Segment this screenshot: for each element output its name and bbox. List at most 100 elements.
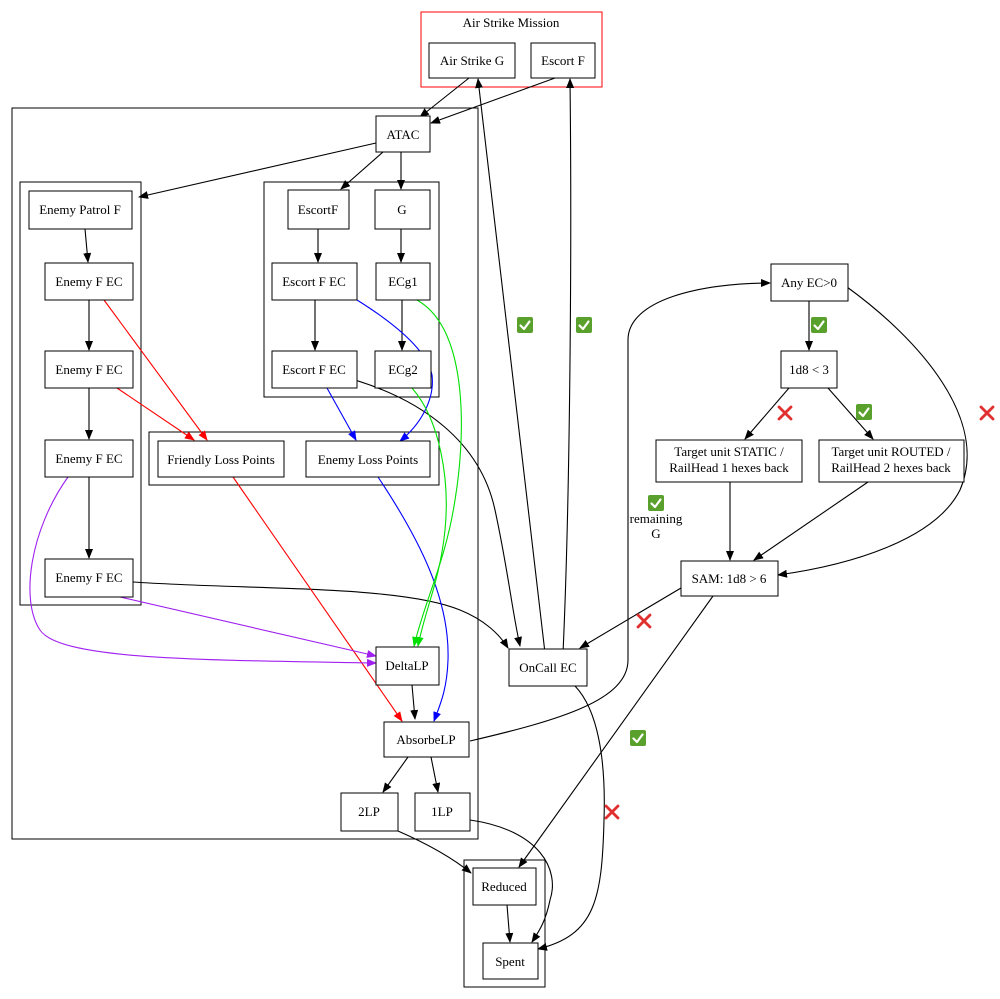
edge-airstrike-atac <box>419 77 470 118</box>
edge-ecg1-deltalp-a <box>412 299 462 647</box>
svg-text:Friendly Loss Points: Friendly Loss Points <box>167 452 275 467</box>
edge-sam-reduced <box>518 595 714 868</box>
node-g[interactable]: G <box>374 189 431 230</box>
edge-escortfec1-enemylp <box>356 299 433 442</box>
node-oncall-ec[interactable]: OnCall EC <box>508 648 588 687</box>
node-enemy-patrol-f[interactable]: Enemy Patrol F <box>28 190 133 230</box>
svg-text:SAM: 1d8 > 6: SAM: 1d8 > 6 <box>692 571 767 586</box>
edge-enemylp-absorbelp <box>377 476 449 722</box>
node-target-static[interactable]: Target unit STATIC / RailHead 1 hexes ba… <box>655 439 803 483</box>
edge-oncall-spent <box>537 685 605 951</box>
edge-oncall-escortf <box>562 78 575 654</box>
svg-text:OnCall EC: OnCall EC <box>519 660 576 675</box>
edge-enemypatrol-ec1 <box>83 228 92 263</box>
edge-ec4-oncall <box>132 581 509 649</box>
node-ecg2[interactable]: ECg2 <box>374 350 432 389</box>
node-escortf[interactable]: EscortF <box>287 189 350 230</box>
edge-absorbelp-2lp <box>382 756 409 793</box>
svg-text:Reduced: Reduced <box>481 879 527 894</box>
edge-escortf-atac <box>430 77 556 124</box>
node-escort-f-ec-1[interactable]: Escort F EC <box>271 262 358 301</box>
node-1d8-lt-3[interactable]: 1d8 < 3 <box>780 350 838 389</box>
node-enemy-f-ec-2[interactable]: Enemy F EC <box>44 350 134 389</box>
edge-absorbelp-anyec <box>469 279 771 742</box>
node-enemy-f-ec-4[interactable]: Enemy F EC <box>44 558 134 598</box>
edge-ec1-friendlylp <box>103 299 208 441</box>
edge-routed-sam <box>753 481 869 561</box>
node-2lp[interactable]: 2LP <box>340 792 399 832</box>
edge-group-black <box>83 77 968 951</box>
node-atac[interactable]: ATAC <box>375 115 431 153</box>
svg-text:1d8 < 3: 1d8 < 3 <box>789 362 829 377</box>
check-mark-icon <box>576 317 592 333</box>
edge-friendlylp-absorbelp <box>232 476 403 722</box>
result-cluster <box>463 859 546 988</box>
svg-text:Enemy F EC: Enemy F EC <box>55 451 122 466</box>
svg-text:AbsorbeLP: AbsorbeLP <box>396 732 455 747</box>
edge-sam-oncall <box>579 587 682 649</box>
node-spent[interactable]: Spent <box>482 942 539 980</box>
edge-atac-escortf <box>340 151 384 190</box>
air-strike-mission-cluster: Air Strike Mission <box>420 11 603 88</box>
svg-text:RailHead 1 hexes back: RailHead 1 hexes back <box>669 460 789 475</box>
svg-text:Any EC>0: Any EC>0 <box>781 275 837 290</box>
node-enemy-loss-points[interactable]: Enemy Loss Points <box>305 440 431 478</box>
check-mark-icon <box>856 404 872 420</box>
node-any-ec[interactable]: Any EC>0 <box>770 263 849 302</box>
node-reduced[interactable]: Reduced <box>472 867 537 906</box>
edge-ecg2-deltalp <box>411 387 447 647</box>
svg-text:2LP: 2LP <box>358 804 380 819</box>
svg-text:Escort F EC: Escort F EC <box>282 362 346 377</box>
edge-ec2-friendlylp <box>116 387 195 441</box>
svg-text:G: G <box>397 202 406 217</box>
node-escort-f-ec-2[interactable]: Escort F EC <box>271 350 358 389</box>
node-enemy-f-ec-1[interactable]: Enemy F EC <box>44 262 134 301</box>
edge-oncall-airstrike <box>475 78 546 654</box>
cross-mark-icon <box>636 613 652 629</box>
edge-escortfec2-enemylp <box>326 387 357 441</box>
air-strike-mission-title: Air Strike Mission <box>463 15 560 30</box>
node-delta-lp[interactable]: DeltaLP <box>375 646 440 686</box>
edge-absorbelp-1lp <box>430 756 441 793</box>
label-remaining: remaining <box>630 511 683 526</box>
node-air-strike-g[interactable]: Air Strike G <box>428 42 516 79</box>
svg-text:Target unit ROUTED /: Target unit ROUTED / <box>831 444 950 459</box>
check-mark-icon <box>517 317 533 333</box>
node-enemy-f-ec-3[interactable]: Enemy F EC <box>44 439 134 478</box>
svg-text:ATAC: ATAC <box>387 127 420 142</box>
node-friendly-loss-points[interactable]: Friendly Loss Points <box>157 440 285 478</box>
edge-d8-routed <box>827 387 874 440</box>
check-mark-icon <box>811 317 827 333</box>
edge-group-colored <box>29 299 462 722</box>
svg-text:Escort F: Escort F <box>541 53 585 68</box>
node-1lp[interactable]: 1LP <box>414 792 471 832</box>
svg-text:ECg1: ECg1 <box>388 274 418 289</box>
node-absorbe-lp[interactable]: AbsorbeLP <box>383 721 470 758</box>
node-ecg1[interactable]: ECg1 <box>375 262 431 301</box>
enemy-patrol-cluster <box>19 181 142 606</box>
node-target-routed[interactable]: Target unit ROUTED / RailHead 2 hexes ba… <box>818 439 965 483</box>
svg-text:DeltaLP: DeltaLP <box>385 658 428 673</box>
cross-mark-icon <box>604 804 620 820</box>
cross-mark-icon <box>979 405 995 421</box>
edge-deltalp-absorbelp <box>410 684 419 720</box>
svg-text:1LP: 1LP <box>431 804 453 819</box>
label-remaining-g: G <box>651 526 660 541</box>
edge-d8-static <box>744 387 790 440</box>
edge-2lp-reduced <box>397 830 472 874</box>
cross-mark-icon <box>777 405 793 421</box>
edge-ec3-deltalp <box>29 476 377 667</box>
edge-escortfec2-oncall <box>354 379 522 647</box>
edge-atac-enemypatrol <box>138 142 377 199</box>
svg-text:Enemy Loss Points: Enemy Loss Points <box>318 452 418 467</box>
svg-text:ECg2: ECg2 <box>388 362 418 377</box>
node-escort-f[interactable]: Escort F <box>530 42 596 79</box>
loss-points-cluster <box>148 431 440 486</box>
edge-ec4-deltalp <box>119 596 377 658</box>
svg-text:Enemy Patrol F: Enemy Patrol F <box>39 202 121 217</box>
check-mark-icon <box>648 495 664 511</box>
node-sam[interactable]: SAM: 1d8 > 6 <box>680 560 779 597</box>
escort-cluster <box>263 181 440 398</box>
